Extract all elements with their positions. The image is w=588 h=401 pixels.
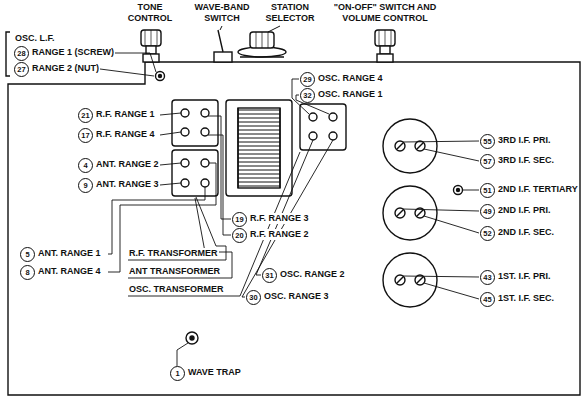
part-label: ANT. RANGE 4	[37, 266, 102, 277]
callout-number: 28	[14, 46, 29, 61]
callout-number: 45	[480, 292, 495, 307]
part-label: R.F. RANGE 2	[249, 229, 310, 240]
callout-number: 9	[78, 178, 93, 193]
part-label: 1ST. I.F. PRI.	[497, 271, 552, 282]
part-label: OSC. RANGE 1	[317, 89, 384, 100]
callout-number: 27	[14, 62, 29, 77]
callout-number: 31	[262, 268, 277, 283]
part-label: 2ND I.F. TERTIARY	[497, 184, 579, 195]
part-label: 1ST. I.F. SEC.	[497, 293, 555, 304]
callout-number: 19	[232, 212, 247, 227]
control-label: "ON-OFF" SWITCH AND VOLUME CONTROL	[329, 2, 441, 24]
part-label: ANT TRANSFORMER	[128, 266, 221, 277]
control-label: TONE CONTROL	[118, 2, 182, 24]
callout-number: 43	[480, 270, 495, 285]
part-label: 2ND I.F. SEC.	[497, 227, 555, 238]
part-label: RANGE 1 (SCREW)	[31, 47, 115, 58]
part-label: OSC. L.F.	[14, 33, 56, 44]
part-label: OSC. RANGE 2	[279, 269, 346, 280]
part-label: R.F. TRANSFORMER	[128, 248, 219, 259]
callout-number: 29	[300, 72, 315, 87]
part-label: RANGE 2 (NUT)	[31, 63, 100, 74]
part-label: OSC. RANGE 3	[263, 291, 330, 302]
callout-number: 57	[480, 154, 495, 169]
part-label: OSC. TRANSFORMER	[128, 284, 225, 295]
part-label: ANT. RANGE 2	[95, 159, 160, 170]
callout-number: 30	[246, 290, 261, 305]
callout-number: 21	[78, 108, 93, 123]
callout-number: 51	[480, 183, 495, 198]
control-label: STATION SELECTOR	[260, 2, 320, 24]
part-label: 3RD I.F. PRI.	[497, 135, 552, 146]
part-label: 2ND I.F. PRI.	[497, 205, 552, 216]
callout-number: 52	[480, 226, 495, 241]
callout-number: 32	[300, 88, 315, 103]
control-label: WAVE-BAND SWITCH	[192, 2, 252, 24]
callout-number: 8	[20, 265, 35, 280]
callout-number: 1	[170, 366, 185, 381]
part-label: ANT. RANGE 1	[37, 248, 102, 259]
part-label: R.F. RANGE 1	[95, 109, 156, 120]
callout-number: 5	[20, 247, 35, 262]
part-label: ANT. RANGE 3	[95, 179, 160, 190]
part-label: OSC. RANGE 4	[317, 73, 384, 84]
part-label: R.F. RANGE 4	[95, 129, 156, 140]
part-label: R.F. RANGE 3	[249, 213, 310, 224]
callout-number: 17	[78, 128, 93, 143]
part-label: WAVE TRAP	[187, 367, 242, 378]
callout-number: 4	[78, 158, 93, 173]
callout-number: 20	[232, 228, 247, 243]
part-label: 3RD I.F. SEC.	[497, 155, 555, 166]
callout-number: 49	[480, 204, 495, 219]
callout-number: 55	[480, 134, 495, 149]
